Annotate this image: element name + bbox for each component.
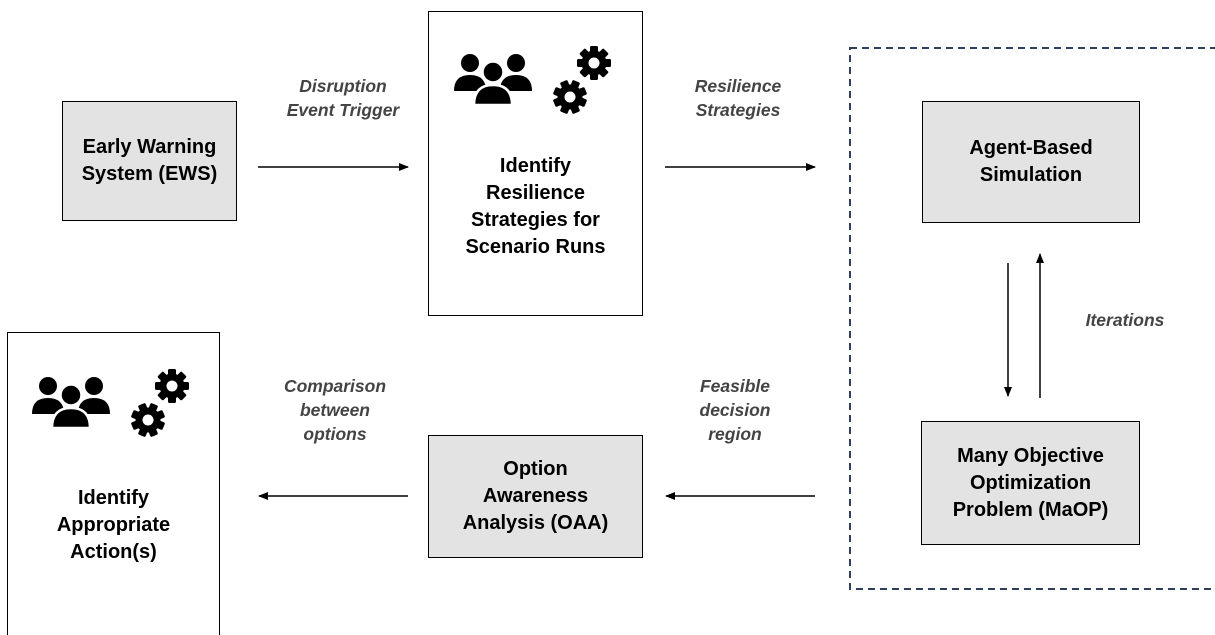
gears-icon [131, 369, 189, 437]
stakeholders-icon-group [452, 41, 622, 121]
people-icon [32, 377, 110, 430]
people-icon [454, 54, 532, 107]
simulation-optimization-boundary [849, 47, 1215, 590]
stakeholders-icon-group [30, 364, 200, 444]
iterations-label: Iterations [1085, 310, 1165, 330]
gears-icon [553, 46, 611, 114]
